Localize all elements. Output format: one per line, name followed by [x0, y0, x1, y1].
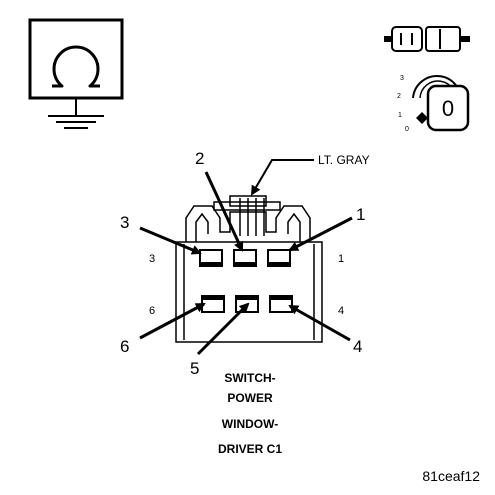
callout-arrow-6: [139, 302, 206, 340]
key-position-mark: 1: [398, 112, 402, 119]
cavity-label-6: 6: [149, 305, 155, 317]
callout-number-4: 4: [353, 337, 362, 356]
ignition-key-icon: 3 2 1 0 0: [397, 75, 470, 133]
callout-number-3: 3: [120, 213, 129, 232]
key-position-mark: 2: [397, 93, 401, 100]
callout-number-1: 1: [356, 205, 365, 224]
callout-number-6: 6: [120, 337, 129, 356]
key-position-mark: 0: [405, 126, 409, 133]
connector-name-line: DRIVER C1: [218, 442, 282, 456]
key-position-mark: 3: [400, 75, 404, 82]
cavity-label-3: 3: [149, 253, 155, 265]
callout-number-2: 2: [195, 149, 204, 168]
connector-name-line: SWITCH-: [224, 371, 275, 385]
connector-name-line: WINDOW-: [222, 417, 278, 431]
connector-icon: [384, 26, 470, 52]
connector-housing: [175, 195, 323, 343]
connector-name-line: POWER: [227, 391, 273, 405]
wire-color-label: LT. GRAY: [318, 153, 370, 167]
wire-color-leader: [250, 159, 314, 196]
callout-arrow-2: [204, 171, 244, 252]
key-label: 0: [442, 96, 454, 121]
figure-id: 81ceaf12: [422, 468, 480, 484]
ohmmeter-ground-icon: [28, 18, 124, 129]
callout-arrow-4: [288, 304, 351, 342]
callout-arrow-1: [288, 216, 353, 252]
callout-number-5: 5: [190, 359, 199, 378]
callout-arrow-3: [139, 226, 202, 255]
cavity-label-4: 4: [338, 305, 344, 317]
callout-arrow-5: [196, 302, 250, 356]
connector-name: SWITCH- POWER WINDOW- DRIVER C1: [218, 371, 282, 456]
cavity-label-1: 1: [338, 253, 344, 265]
